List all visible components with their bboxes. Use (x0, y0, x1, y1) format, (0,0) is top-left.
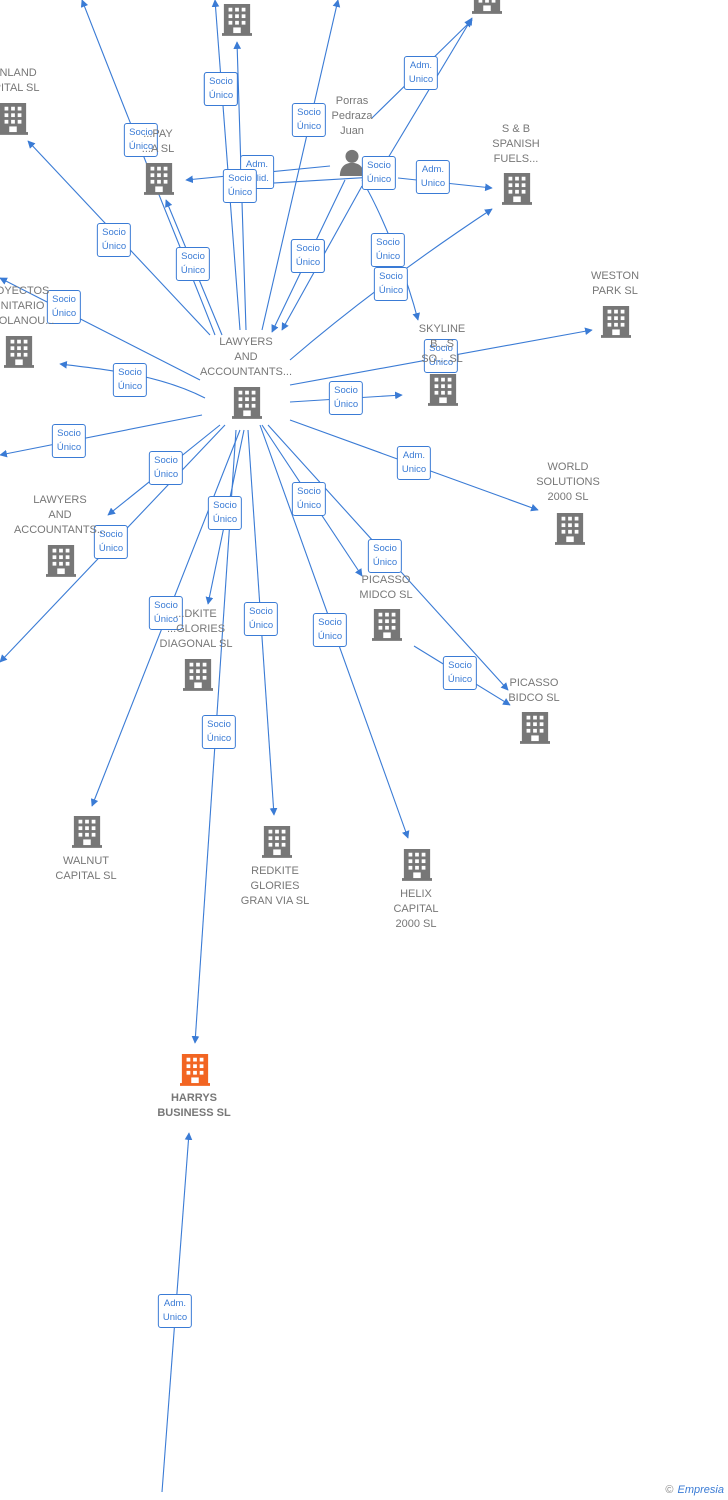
edge-e2-label[interactable]: Socio Único (203, 72, 239, 106)
node-label-picasso_midco[interactable]: PICASSO MIDCO SL (359, 574, 413, 601)
building-icon-world[interactable] (555, 513, 585, 545)
edge-e11-label[interactable]: Socio Único (370, 233, 406, 267)
edge-extra-1-label[interactable]: Socio Único (96, 223, 132, 257)
node-label-world[interactable]: WORLD SOLUTIONS 2000 SL (536, 461, 600, 503)
edge-e3 (261, 0, 341, 331)
person-icon-porras[interactable] (339, 149, 365, 176)
node-label-redkite_gv[interactable]: REDKITE GLORIES GRAN VIA SL (240, 865, 310, 907)
building-icon-proyectos[interactable] (4, 336, 34, 368)
node-label-picasso_bidco[interactable]: PICASSO BIDCO SL (508, 677, 560, 704)
edge-e8-label[interactable]: Socio Único (222, 169, 258, 203)
edge-e14-label[interactable]: Socio Único (328, 381, 364, 415)
node-label-weston[interactable]: WESTON PARK SL (590, 270, 640, 297)
edge-e27-label[interactable]: Socio Único (112, 363, 148, 397)
edge-e6-label[interactable]: Adm. Unico (415, 160, 451, 194)
node-label-redkite_diag[interactable]: ...DKITE ...GLORIES DIAGONAL SL (159, 608, 233, 650)
edge-e18-label[interactable]: Socio Único (442, 656, 478, 690)
edge-e15-label[interactable]: Adm. Unico (396, 446, 432, 480)
edge-extra-3 (80, 0, 216, 336)
building-icon-inland[interactable] (0, 103, 28, 135)
node-label-lawyers_2[interactable]: LAWYERS AND ACCOUNTANTS... (13, 494, 107, 536)
edge-e26 (0, 414, 203, 458)
edge-e22-label[interactable]: Socio Único (148, 596, 184, 630)
edge-e25-label[interactable]: Socio Único (148, 451, 184, 485)
node-label-harrys[interactable]: HARRYS BUSINESS SL (157, 1092, 231, 1119)
building-icon-helix[interactable] (402, 849, 432, 881)
edge-e4-label[interactable]: Adm. Unico (403, 56, 439, 90)
edge-extra-2-label[interactable]: Socio Único (175, 247, 211, 281)
edge-extra-3-label[interactable]: Socio Único (123, 123, 159, 157)
building-icon-skyline[interactable] (428, 374, 458, 406)
edge-e28 (0, 277, 201, 381)
node-label-lawyers_main[interactable]: LAWYERS AND ACCOUNTANTS... (199, 336, 293, 378)
edge-e17-label[interactable]: Socio Único (367, 539, 403, 573)
brand-logo-text[interactable]: Empresia (677, 1484, 724, 1496)
node-label-proyectos[interactable]: ...OYECTOS ...NITARIO ...ROLANOU... (0, 285, 55, 327)
building-icon-top_right[interactable] (472, 0, 502, 14)
building-icon-top_center[interactable] (222, 4, 252, 36)
building-icon-harrys[interactable] (180, 1054, 210, 1086)
edge-e26-label[interactable]: Socio Único (51, 424, 87, 458)
building-icon-walnut[interactable] (72, 816, 102, 848)
building-icon-lawyers_2[interactable] (46, 545, 76, 577)
edge-e29-label[interactable]: Adm. Unico (157, 1294, 193, 1328)
edge-e12-label[interactable]: Socio Único (373, 267, 409, 301)
edge-e19-label[interactable]: Socio Único (312, 613, 348, 647)
edge-e28-label[interactable]: Socio Único (46, 290, 82, 324)
edge-e1 (211, 0, 241, 331)
node-label-inland[interactable]: ...INLAND ...PITAL SL (0, 67, 40, 94)
node-label-helix[interactable]: HELIX CAPITAL 2000 SL (393, 888, 439, 930)
building-icon-pay[interactable] (144, 163, 174, 195)
edge-e13-label[interactable]: Socio Único (423, 339, 459, 373)
node-label-skyline[interactable]: SKYLINE B...S SO... SL (418, 323, 466, 365)
building-icon-picasso_bidco[interactable] (520, 712, 550, 744)
node-label-pay[interactable]: ...PAY ...A SL (141, 128, 175, 155)
edge-e10-label[interactable]: Socio Único (290, 239, 326, 273)
edge-e23-label[interactable]: Socio Único (201, 715, 237, 749)
edge-e5-label[interactable]: Socio Único (361, 156, 397, 190)
node-label-walnut[interactable]: WALNUT CAPITAL SL (55, 855, 117, 882)
edge-e24-label[interactable]: Socio Único (93, 525, 129, 559)
edge-e20-label[interactable]: Socio Único (243, 602, 279, 636)
edge-e21-label[interactable]: Socio Único (207, 496, 243, 530)
copyright-symbol: © (665, 1484, 674, 1496)
node-label-sb_spanish[interactable]: S & B SPANISH FUELS... (492, 123, 540, 165)
building-icon-weston[interactable] (601, 306, 631, 338)
edge-e3-label[interactable]: Socio Único (291, 103, 327, 137)
building-icon-redkite_diag[interactable] (183, 659, 213, 691)
building-icon-picasso_midco[interactable] (372, 609, 402, 641)
building-icon-lawyers_main[interactable] (232, 387, 262, 419)
brand-footer: ©Empresia (665, 1484, 724, 1496)
building-icon-sb_spanish[interactable] (502, 173, 532, 205)
node-label-porras[interactable]: Porras Pedraza Juan (331, 95, 373, 137)
building-icon-redkite_gv[interactable] (262, 826, 292, 858)
edge-e16-label[interactable]: Socio Único (291, 482, 327, 516)
